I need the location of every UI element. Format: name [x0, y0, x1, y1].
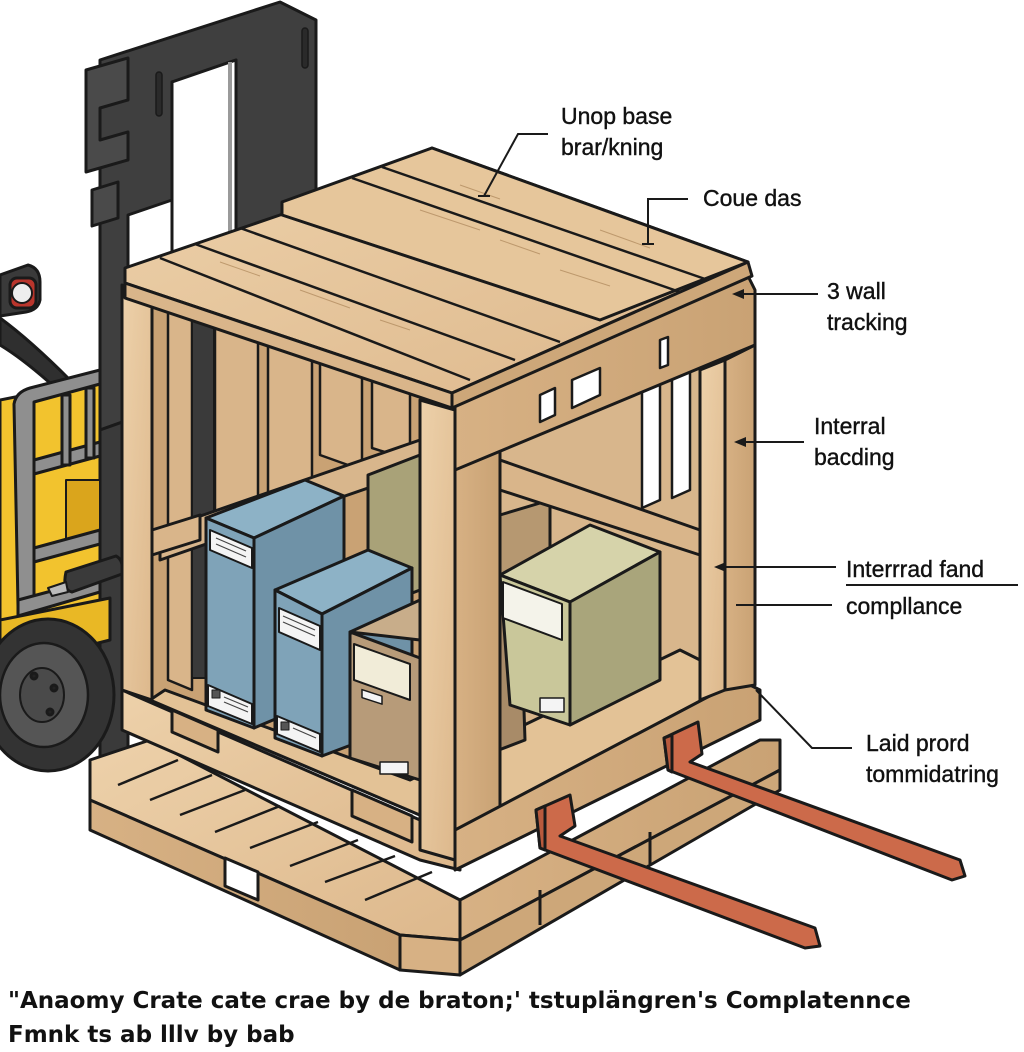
callout-internal-line2: bacding: [814, 444, 895, 470]
callout-load-line1: Laid prord: [866, 730, 970, 756]
crate-top-lid: [123, 146, 754, 410]
figure-caption: "Anaomy Crate cate crae by de braton;' t…: [8, 984, 1018, 1052]
callout-wall-line1: 3 wall: [827, 278, 886, 304]
arrowhead-internal: [734, 437, 746, 447]
leader-top: [478, 133, 548, 197]
callout-load-line2: tommidatring: [866, 761, 999, 787]
cargo-box-olive: [498, 523, 662, 727]
forklift-forks: [534, 720, 967, 950]
forklift-load-guard: [12, 368, 102, 618]
callout-top-line2: brar/kning: [561, 134, 664, 160]
callout-leaders: [478, 133, 1018, 749]
callout-lid-line1: Coue das: [703, 185, 802, 211]
cargo: [204, 453, 662, 782]
callout-compliance: Interrrad fand compllance: [846, 551, 984, 625]
crate-frame-front: [120, 268, 762, 872]
callout-load: Laid prord tommidatring: [866, 728, 999, 790]
leader-lid: [642, 198, 688, 245]
caption-line2: Fmnk ts ab lllv by bab: [8, 1022, 295, 1048]
crate-anatomy-diagram: [0, 0, 1018, 977]
callout-internal-line1: Interral: [814, 413, 886, 439]
callout-top-line1: Unop base: [561, 103, 673, 129]
forklift: [0, 0, 318, 773]
forklift-headlight: [0, 263, 72, 394]
fork-right: [662, 720, 967, 882]
arrowhead-wall: [732, 289, 744, 299]
fork-left: [534, 793, 822, 950]
leader-load: [755, 689, 852, 749]
arrowhead-compliance: [714, 562, 726, 572]
callout-wall-tracking: 3 wall tracking: [827, 276, 908, 338]
callout-wall-line2: tracking: [827, 309, 908, 335]
forklift-wheel: [0, 617, 116, 773]
callout-lid: Coue das: [703, 183, 802, 214]
callout-internal-bracing: Interral bacding: [814, 411, 895, 473]
callout-top-bracing: Unop base brar/kning: [561, 101, 673, 163]
callout-compliance-line1: Interrrad fand: [846, 556, 985, 582]
callout-compliance-line2: compllance: [846, 593, 963, 619]
caption-line1: "Anaomy Crate cate crae by de braton;' t…: [8, 988, 911, 1014]
